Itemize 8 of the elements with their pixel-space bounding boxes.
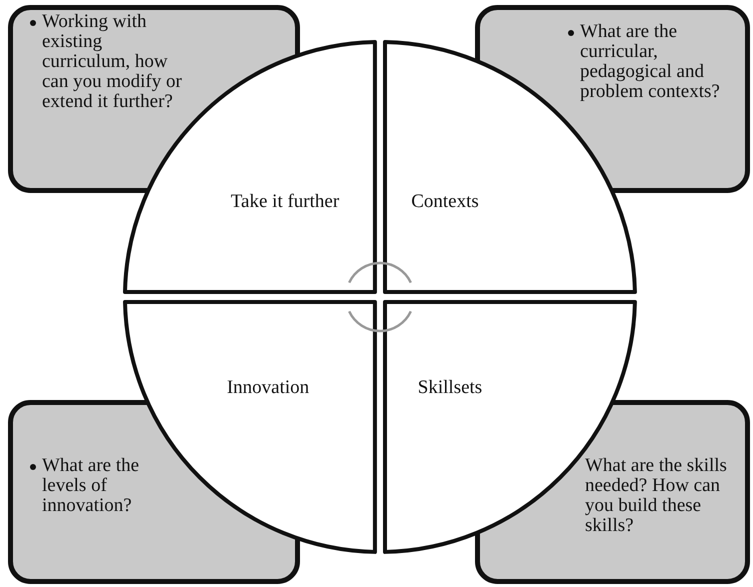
question-text: Working with existing curriculum, how can you modify or extend it further? (42, 12, 183, 112)
question-text: What are the curricular, pedagogical and problem contexts? (580, 22, 721, 102)
quadrant-label: Contexts (411, 192, 479, 212)
question-text: What are the skills needed? How can you build these skills? (585, 456, 728, 536)
quadrant-label: Take it further (230, 192, 340, 212)
quadrant-label: Innovation (226, 378, 310, 398)
question-text: What are the levels of innovation? (42, 456, 140, 516)
quadrant-label: Skillsets (418, 378, 482, 398)
